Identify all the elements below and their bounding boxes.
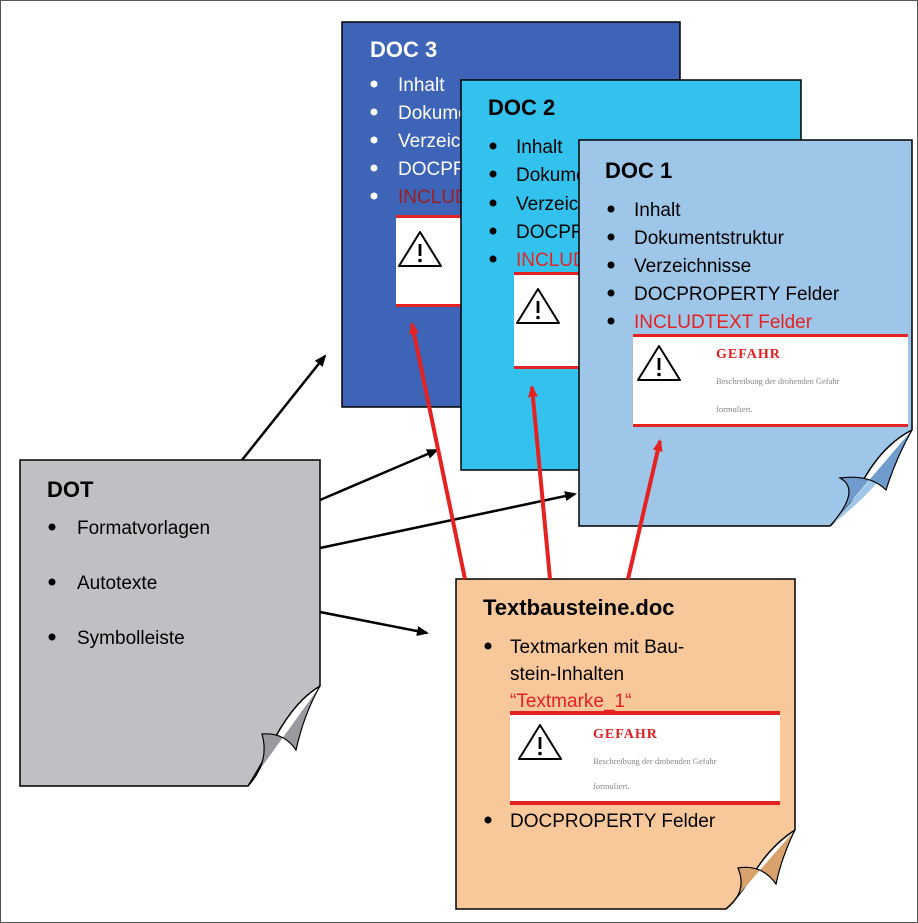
bullet — [484, 816, 492, 824]
bullet — [489, 227, 497, 235]
bullet — [489, 142, 497, 150]
bullet — [489, 170, 497, 178]
arrow-textbausteine-to-doc2 — [527, 385, 552, 580]
dot-item-formatvorlagen: Formatvorlagen — [77, 518, 210, 539]
arrow-dot-to-textbausteine — [319, 610, 429, 636]
doc1-item-verzeichnisse: Verzeichnisse — [634, 256, 751, 277]
bullet — [370, 164, 378, 172]
arrow-dot-to-doc1 — [319, 491, 577, 550]
textbausteine-page-curl — [725, 829, 796, 910]
warning-icon — [637, 345, 681, 381]
textbausteine-item-textmarken-cont: stein-Inhalten — [510, 664, 624, 685]
bullet — [370, 108, 378, 116]
bullet — [484, 642, 492, 650]
textbausteine-item-textmarken: Textmarken mit Bau- — [510, 637, 684, 658]
doc1-warning-line1: Beschreibung der drohenden Gefahr — [716, 376, 840, 386]
doc1-item-inhalt: Inhalt — [634, 200, 681, 221]
textbausteine-warning-box: GEFAHR Beschreibung der drohenden Gefahr… — [510, 711, 780, 805]
textbausteine-warning-line2: formuliert. — [593, 781, 630, 791]
bullet — [370, 192, 378, 200]
textbausteine-item-docproperty: DOCPROPERTY Felder — [510, 811, 716, 832]
dot-page-curl — [247, 685, 321, 787]
arrow-textbausteine-to-doc3 — [409, 322, 467, 580]
doc3-item-inhalt: Inhalt — [398, 75, 445, 96]
doc1-page-body — [578, 139, 913, 527]
doc1-page: DOC 1 Inhalt Dokumentstruktur Verzeichni… — [578, 139, 913, 527]
warning-icon — [518, 724, 562, 760]
arrow-dot-to-doc2 — [319, 448, 439, 502]
bullet — [607, 289, 615, 297]
doc2-item-inhalt: Inhalt — [516, 137, 563, 158]
arrow-textbausteine-to-doc1 — [626, 439, 663, 580]
doc1-item-dokumentstruktur: Dokumentstruktur — [634, 228, 785, 249]
bullet — [607, 261, 615, 269]
doc1-item-docproperty: DOCPROPERTY Felder — [634, 284, 840, 305]
bullet — [607, 205, 615, 213]
doc1-item-includtext: INCLUDTEXT Felder — [634, 312, 813, 333]
textbausteine-title: Textbausteine.doc — [483, 595, 675, 620]
arrow-dot-to-doc3 — [241, 354, 327, 461]
textbausteine-page: Textbausteine.doc Textmarken mit Bau- st… — [455, 578, 796, 910]
dot-page: DOT Formatvorlagen Autotexte Symbolleist… — [19, 459, 321, 787]
doc1-warning-line2: formuliert. — [716, 404, 753, 414]
bullet — [607, 233, 615, 241]
doc3-title: DOC 3 — [370, 37, 437, 62]
bullet — [370, 136, 378, 144]
warning-icon — [398, 231, 442, 267]
textbausteine-warning-title: GEFAHR — [593, 727, 658, 742]
warning-icon — [516, 288, 560, 324]
doc1-page-curl — [829, 429, 913, 527]
doc1-warning-box: GEFAHR Beschreibung der drohenden Gefahr… — [633, 334, 908, 427]
doc1-warning-title: GEFAHR — [716, 347, 781, 362]
bullet — [607, 317, 615, 325]
bullet — [489, 199, 497, 207]
dot-item-autotexte: Autotexte — [77, 573, 157, 594]
bullet — [489, 255, 497, 263]
textbausteine-warning-line1: Beschreibung der drohenden Gefahr — [593, 756, 717, 766]
doc1-title: DOC 1 — [605, 158, 672, 183]
bullet — [370, 80, 378, 88]
textbausteine-bookmark-name: “Textmarke_1“ — [510, 691, 631, 712]
bullet — [48, 633, 56, 641]
dot-item-symbolleiste: Symbolleiste — [77, 628, 185, 649]
bullet — [48, 578, 56, 586]
doc2-title: DOC 2 — [488, 95, 555, 120]
dot-title: DOT — [47, 477, 94, 502]
bullet — [48, 523, 56, 531]
